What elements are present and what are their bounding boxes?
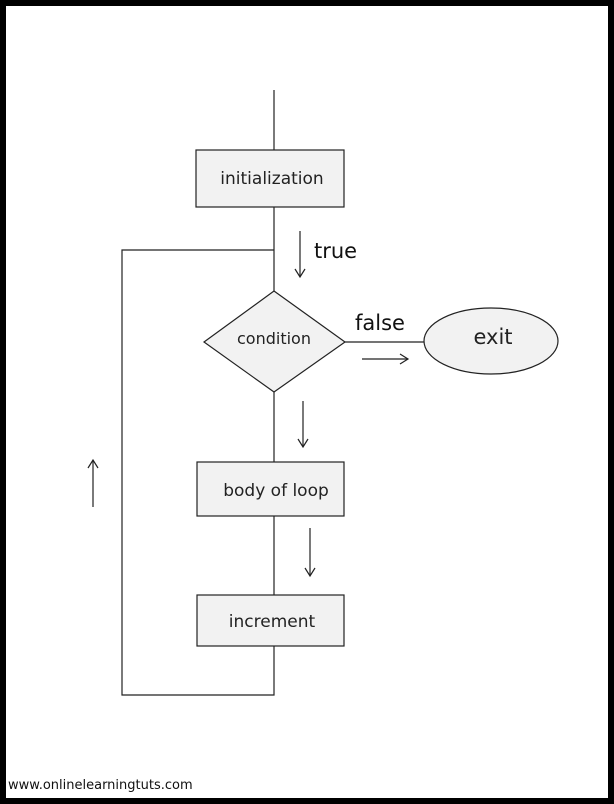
true-down-arrow-icon bbox=[294, 231, 306, 279]
increment-box bbox=[196, 594, 345, 647]
body-of-loop-box bbox=[196, 461, 345, 517]
true-label: true bbox=[314, 239, 357, 263]
diagram-canvas bbox=[6, 6, 608, 798]
loop-back-line bbox=[121, 249, 275, 696]
condition-diamond bbox=[202, 290, 347, 393]
condition-down-arrow-icon bbox=[297, 401, 309, 449]
footer-url[interactable]: www.onlinelearningtuts.com bbox=[8, 778, 193, 793]
body-down-arrow-icon bbox=[304, 528, 316, 578]
exit-label: exit bbox=[473, 325, 512, 349]
condition-label: condition bbox=[237, 329, 311, 348]
false-right-arrow-icon bbox=[362, 353, 410, 365]
exit-ellipse bbox=[423, 307, 559, 375]
initialization-label: initialization bbox=[220, 169, 323, 189]
body-of-loop-label: body of loop bbox=[223, 481, 329, 501]
initialization-box bbox=[195, 149, 345, 208]
loop-up-arrow-icon bbox=[87, 458, 99, 507]
false-label: false bbox=[355, 311, 405, 335]
increment-label: increment bbox=[229, 612, 316, 632]
